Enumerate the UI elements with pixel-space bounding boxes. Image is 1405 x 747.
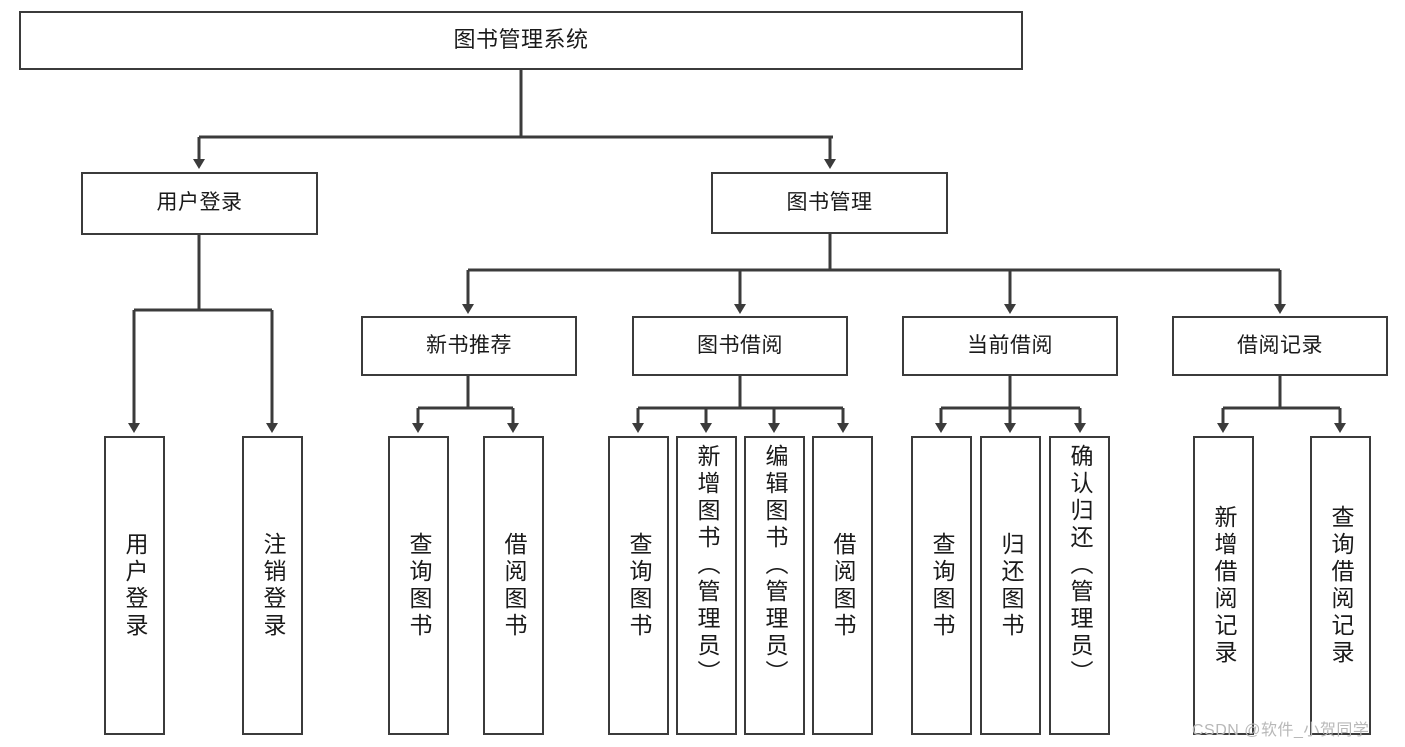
leaf-add-record-label: 新增借阅记录 [1211, 504, 1237, 667]
node-book-borrow-label: 图书借阅 [697, 333, 783, 357]
leaf-edit-book[interactable]: 编辑图书（管理员） [744, 436, 805, 735]
node-current-borrow-label: 当前借阅 [967, 333, 1053, 357]
node-book-borrow[interactable]: 图书借阅 [632, 316, 848, 376]
leaf-logout[interactable]: 注销登录 [242, 436, 303, 735]
node-new-book-recommend[interactable]: 新书推荐 [361, 316, 577, 376]
node-current-borrow[interactable]: 当前借阅 [902, 316, 1118, 376]
leaf-return-book[interactable]: 归还图书 [980, 436, 1041, 735]
node-borrow-record-label: 借阅记录 [1237, 333, 1323, 357]
leaf-add-book-label: 新增图书（管理员） [694, 444, 720, 687]
leaf-add-book[interactable]: 新增图书（管理员） [676, 436, 737, 735]
leaf-borrow-book-2-label: 借阅图书 [830, 531, 856, 640]
leaf-return-book-label: 归还图书 [998, 531, 1024, 640]
leaf-query-book-1-label: 查询图书 [406, 531, 432, 640]
leaf-query-record[interactable]: 查询借阅记录 [1310, 436, 1371, 735]
leaf-user-login[interactable]: 用户登录 [104, 436, 165, 735]
node-book-manage-label: 图书管理 [786, 190, 873, 214]
leaf-edit-book-label: 编辑图书（管理员） [762, 444, 788, 687]
node-root-label: 图书管理系统 [453, 27, 589, 53]
leaf-query-book-3[interactable]: 查询图书 [911, 436, 972, 735]
csdn-watermark: CSDN @软件_小贺同学 [1192, 722, 1370, 739]
leaf-query-book-3-label: 查询图书 [929, 531, 955, 640]
leaf-query-book-1[interactable]: 查询图书 [388, 436, 449, 735]
node-user-login-label: 用户登录 [156, 191, 243, 215]
leaf-borrow-book-2[interactable]: 借阅图书 [812, 436, 873, 735]
leaf-query-book-2-label: 查询图书 [626, 531, 652, 640]
leaf-confirm-return[interactable]: 确认归还（管理员） [1049, 436, 1110, 735]
node-book-manage[interactable]: 图书管理 [711, 172, 948, 234]
leaf-borrow-book-1[interactable]: 借阅图书 [483, 436, 544, 735]
leaf-user-login-label: 用户登录 [122, 531, 148, 640]
node-borrow-record[interactable]: 借阅记录 [1172, 316, 1388, 376]
node-new-book-recommend-label: 新书推荐 [426, 333, 512, 357]
leaf-borrow-book-1-label: 借阅图书 [501, 531, 527, 640]
leaf-confirm-return-label: 确认归还（管理员） [1067, 444, 1093, 687]
leaf-query-book-2[interactable]: 查询图书 [608, 436, 669, 735]
node-root[interactable]: 图书管理系统 [19, 11, 1023, 70]
leaf-add-record[interactable]: 新增借阅记录 [1193, 436, 1254, 735]
leaf-query-record-label: 查询借阅记录 [1328, 504, 1354, 667]
node-user-login[interactable]: 用户登录 [81, 172, 318, 235]
leaf-logout-label: 注销登录 [260, 531, 286, 640]
